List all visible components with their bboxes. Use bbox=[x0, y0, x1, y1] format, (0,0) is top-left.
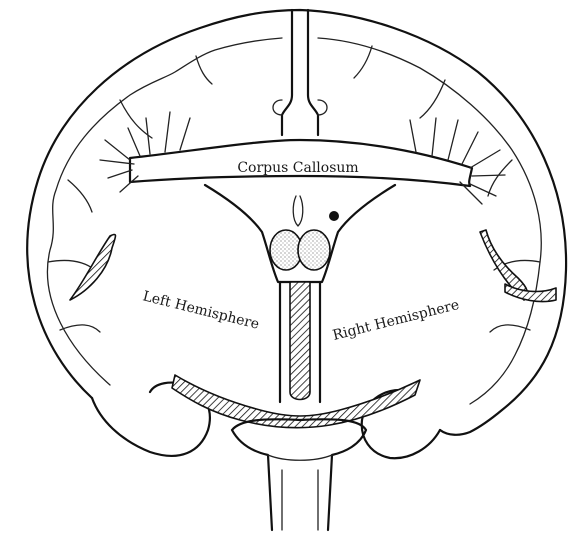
inner-cortex-outline-left bbox=[47, 38, 282, 385]
fornix-right bbox=[298, 230, 330, 270]
left-sulcus-2 bbox=[60, 325, 100, 332]
corpus-callosum-label: Corpus Callosum bbox=[237, 160, 358, 176]
small-nucleus bbox=[329, 211, 339, 221]
left-sulcus-3 bbox=[68, 180, 92, 212]
callosum-fibres-right bbox=[410, 118, 505, 204]
right-sulcus-3 bbox=[488, 160, 512, 196]
diencephalon bbox=[205, 185, 395, 282]
left-sulcus-5 bbox=[196, 56, 212, 84]
left-lateral-ventricle bbox=[70, 235, 116, 301]
right-sulcus-5 bbox=[354, 46, 372, 78]
brainstem bbox=[232, 419, 366, 530]
septum-pellucidum bbox=[293, 196, 303, 226]
inner-cortex-outline-right bbox=[318, 38, 541, 404]
fissure-bulb bbox=[273, 100, 327, 115]
left-sulcus-1 bbox=[48, 260, 95, 270]
third-ventricle bbox=[290, 282, 310, 400]
left-hemisphere-label: Left Hemisphere bbox=[141, 288, 261, 332]
right-hemisphere-label: Right Hemisphere bbox=[331, 297, 461, 344]
brainstem-detail bbox=[268, 455, 332, 530]
right-sulcus-2 bbox=[490, 325, 530, 332]
right-insula-hatch bbox=[505, 284, 556, 302]
longitudinal-fissure bbox=[282, 10, 318, 135]
right-sulcus-4 bbox=[420, 80, 445, 118]
